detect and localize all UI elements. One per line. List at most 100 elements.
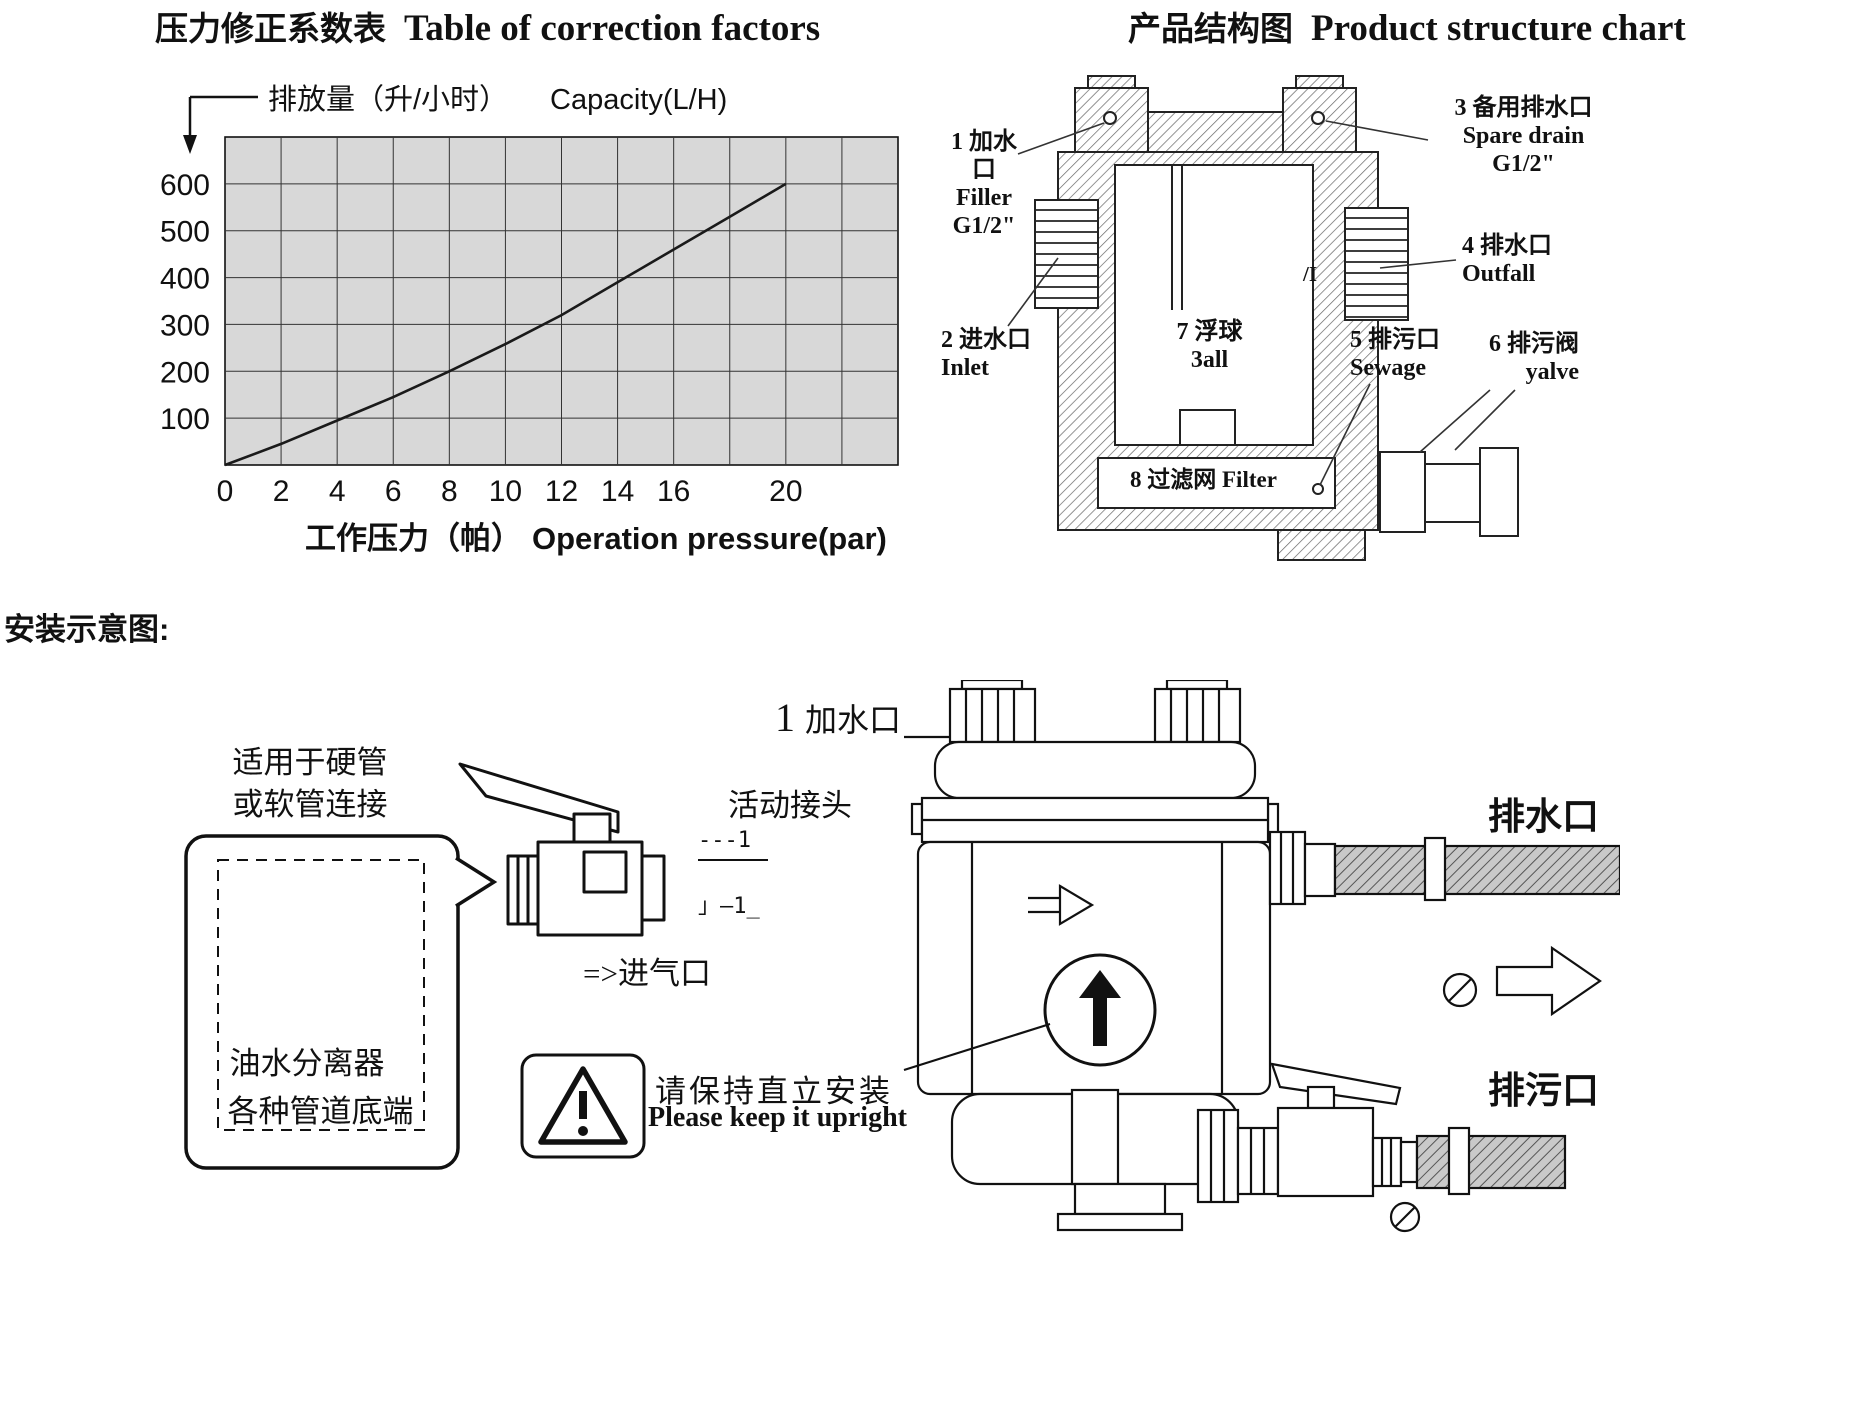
part-label-line: 2 进水口 bbox=[941, 327, 1031, 353]
bubble-pointer bbox=[456, 858, 494, 906]
part-label-float-ball: 7 浮球 3all bbox=[1152, 318, 1267, 374]
drain-valve-body bbox=[1379, 451, 1426, 533]
dimension-mark-1: ---1 bbox=[698, 828, 768, 861]
correction-factor-chart: 0 2 4 6 8 10 12 14 16 20 100 200 300 400 500 600 排放量（升… bbox=[160, 83, 899, 556]
part-label-line: Outfall bbox=[1462, 261, 1536, 287]
part-label-line: 7 浮球 bbox=[1176, 319, 1243, 345]
part-label-line: 6 排污阀 bbox=[1489, 331, 1579, 357]
part-label-inlet: 2 进水口 Inlet bbox=[941, 326, 1036, 382]
svg-text:12: 12 bbox=[545, 475, 578, 508]
x-axis-label-zh: 工作压力（帕） bbox=[305, 521, 522, 556]
part-label-line: 5 排污口 bbox=[1350, 327, 1440, 353]
inlet-flow-arrow-icon bbox=[1058, 884, 1095, 926]
pipe-connection-note-line1: 适用于硬管 bbox=[232, 745, 388, 780]
leader-lines bbox=[1007, 120, 1516, 486]
part-label-line: 8 过滤网 Filter bbox=[1130, 467, 1277, 492]
part-label-spare-drain: 3 备用排水口 Spare drain G1/2" bbox=[1436, 94, 1611, 178]
outfall-thread bbox=[1344, 207, 1409, 321]
filler-callout-label: 1 加水口 bbox=[775, 694, 901, 741]
x-axis-label-en: Operation pressure(par) bbox=[532, 521, 887, 556]
right-cap bbox=[1153, 687, 1242, 744]
down-arrow-icon bbox=[183, 135, 197, 154]
part-label-line: 3all bbox=[1190, 347, 1229, 373]
part-label-line: G1/2" bbox=[952, 213, 1016, 239]
part-label-line: Sewage bbox=[1350, 355, 1426, 381]
filter-zone bbox=[1097, 457, 1336, 509]
structure-chart-title-zh: 产品结构图 bbox=[1128, 12, 1293, 48]
warning-triangle-icon bbox=[538, 1066, 628, 1145]
correction-chart-title-zh: 压力修正系数表 bbox=[155, 12, 386, 48]
product-structure-drawing bbox=[1007, 75, 1519, 561]
svg-text:300: 300 bbox=[160, 309, 210, 342]
part-label-filter: 8 过滤网 Filter bbox=[1130, 466, 1310, 494]
outlet-pipe-label: 排水口 bbox=[1488, 796, 1599, 837]
svg-text:14: 14 bbox=[601, 475, 634, 508]
part-label-line: 4 排水口 bbox=[1462, 233, 1552, 259]
part-label-outfall: 4 排水口 Outfall bbox=[1462, 232, 1592, 288]
structure-chart-title: 产品结构图 Product structure chart bbox=[1128, 2, 1686, 50]
dashed-pipe-outline bbox=[217, 859, 425, 1131]
svg-text:100: 100 bbox=[160, 403, 210, 436]
installation-heading: 安装示意图: bbox=[4, 612, 170, 647]
bubble-text-pipe-end: 各种管道底端 bbox=[227, 1094, 414, 1129]
part-label-line: yalve bbox=[1525, 359, 1579, 385]
drain-hose bbox=[1333, 844, 1620, 896]
svg-text:8: 8 bbox=[441, 475, 458, 508]
y-axis-pointer bbox=[183, 95, 258, 154]
filler-cap bbox=[1074, 87, 1149, 153]
sewage-valve-lever bbox=[1270, 1062, 1402, 1106]
svg-text:10: 10 bbox=[489, 475, 522, 508]
sewage-hose bbox=[1415, 1134, 1567, 1190]
part-label-filler: 1 加水口 Filler G1/2" bbox=[943, 128, 1025, 240]
pipe-connection-note: 适用于硬管 或软管连接 bbox=[205, 742, 415, 826]
vessel-cross-section bbox=[1034, 75, 1519, 561]
x-tick-labels: 0 2 4 6 8 10 12 14 16 20 bbox=[217, 475, 803, 508]
correction-chart-title: 压力修正系数表 Table of correction factors bbox=[155, 2, 820, 50]
separator-callout-bubble bbox=[184, 834, 498, 1170]
part-label-line: 1 加水口 bbox=[951, 129, 1017, 183]
air-inlet-label: =>进气口 bbox=[583, 956, 711, 991]
upright-warning-zh: 请保持直立安装 bbox=[655, 1074, 893, 1109]
svg-text:600: 600 bbox=[160, 169, 210, 202]
svg-text:200: 200 bbox=[160, 356, 210, 389]
filler-callout-zh: 加水口 bbox=[805, 702, 902, 738]
flow-arrow-icon bbox=[1495, 945, 1602, 1017]
ball-valve-drawing bbox=[458, 762, 666, 937]
svg-text:16: 16 bbox=[657, 475, 690, 508]
pipe-connection-note-line2: 或软管连接 bbox=[232, 787, 388, 822]
sewage-valve-body bbox=[1276, 1106, 1375, 1198]
part-label-line: Filler bbox=[956, 185, 1012, 211]
svg-text:20: 20 bbox=[769, 475, 802, 508]
bubble-text-separator: 油水分离器 bbox=[229, 1046, 385, 1081]
capacity-curve bbox=[224, 182, 787, 467]
filler-callout-num: 1 bbox=[775, 695, 795, 740]
y-axis-label-en: Capacity(L/H) bbox=[550, 84, 727, 116]
stray-mark: /I bbox=[1303, 262, 1318, 286]
part-label-sewage: 5 排污口 Sewage bbox=[1350, 326, 1445, 382]
y-tick-labels: 100 200 300 400 500 600 bbox=[160, 169, 210, 436]
svg-text:0: 0 bbox=[217, 475, 234, 508]
left-cap bbox=[948, 687, 1037, 744]
part-label-line: G1/2" bbox=[1492, 151, 1555, 177]
svg-text:2: 2 bbox=[273, 475, 290, 508]
dimension-mark-2: 」—1_ bbox=[698, 894, 760, 919]
y-axis-label-zh: 排放量（升/小时） bbox=[268, 83, 508, 116]
part-label-line: Spare drain bbox=[1462, 123, 1585, 149]
svg-text:4: 4 bbox=[329, 475, 346, 508]
svg-text:6: 6 bbox=[385, 475, 402, 508]
svg-text:400: 400 bbox=[160, 263, 210, 296]
part-label-line: 3 备用排水口 bbox=[1454, 95, 1593, 121]
sewage-pipe-label: 排污口 bbox=[1488, 1070, 1599, 1111]
structure-chart-title-en: Product structure chart bbox=[1311, 8, 1686, 49]
correction-chart-title-en: Table of correction factors bbox=[404, 8, 821, 49]
thread-lines bbox=[1035, 209, 1408, 318]
installation-product-drawing bbox=[903, 680, 1620, 1233]
chart-grid bbox=[224, 136, 899, 466]
upright-arrow-icon bbox=[1079, 970, 1121, 1046]
upright-warning-en: Please keep it upright bbox=[648, 1102, 907, 1133]
svg-text:500: 500 bbox=[160, 216, 210, 249]
float-chamber bbox=[1114, 164, 1314, 446]
separator-body bbox=[903, 680, 1620, 1233]
part-label-line: Inlet bbox=[941, 355, 989, 381]
